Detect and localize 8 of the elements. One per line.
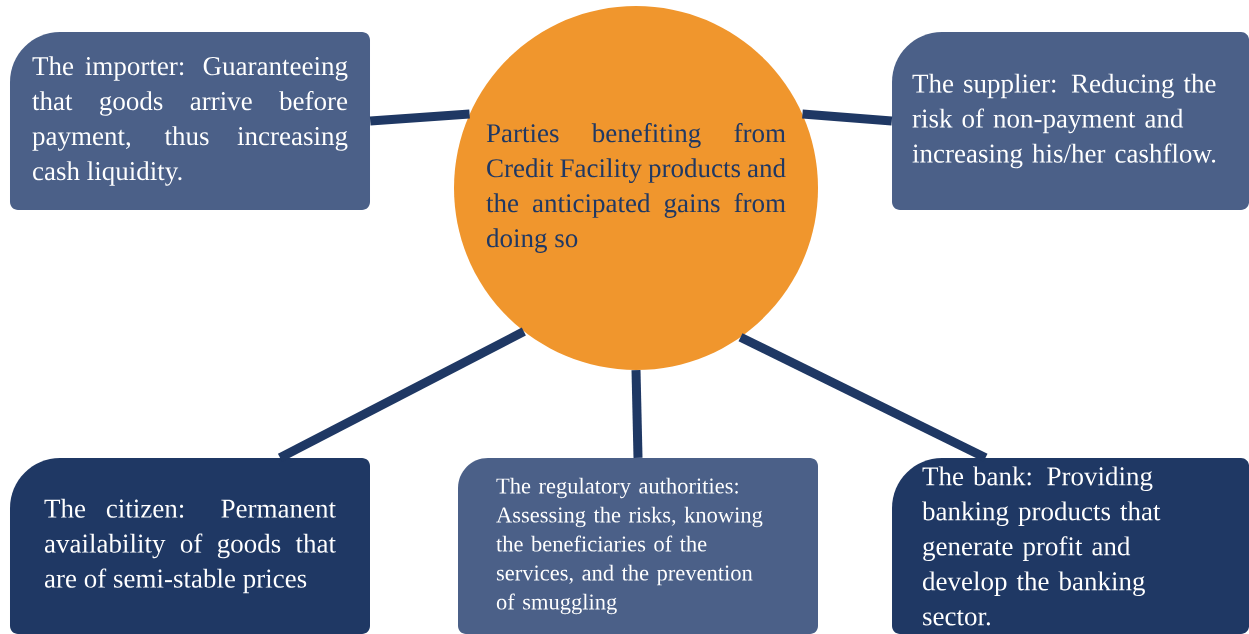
info-box: The bank: Providing banking products that generate profit and develop the banking sector. bbox=[892, 458, 1249, 634]
connector-line bbox=[802, 109, 893, 126]
info-box: The citizen: Permanent availability of goods that are of semi-stable prices bbox=[10, 458, 370, 634]
info-box: The importer: Guaranteeing that goods arrive before payment, thus increasing cash liquidity. bbox=[10, 32, 370, 210]
connector-line bbox=[369, 109, 470, 126]
info-box: The supplier: Reducing the risk of non-payment and increasing his/her cashflow. bbox=[892, 32, 1249, 210]
connector-line bbox=[631, 370, 643, 458]
info-box: The regulatory authorities: Assessing the risks, knowing the beneficiaries of the services, and the prevention of smuggling bbox=[458, 458, 818, 634]
